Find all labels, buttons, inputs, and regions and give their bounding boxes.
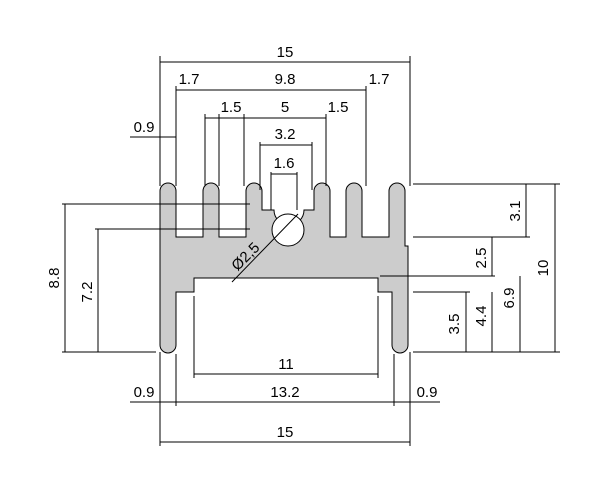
dim-mid-spacing-right: 1.5 bbox=[328, 99, 349, 116]
dim-right-inner-height: 4.4 bbox=[473, 306, 490, 327]
dim-center-gap: 3.2 bbox=[275, 126, 296, 143]
dim-left-overall-height: 8.8 bbox=[46, 268, 63, 289]
dim-mid-spacing-left: 1.5 bbox=[221, 99, 242, 116]
dim-right-base-height: 6.9 bbox=[501, 288, 518, 309]
heatsink-profile-shape bbox=[159, 182, 409, 354]
dim-bottom-leg-left: 0.9 bbox=[134, 384, 155, 401]
mounting-hole bbox=[271, 213, 305, 247]
dim-bottom-inner-width: 11 bbox=[278, 356, 294, 373]
dim-mid-span: 5 bbox=[281, 99, 289, 116]
dim-right-base-to-slot: 2.5 bbox=[473, 248, 490, 269]
dim-top-outer-spacing-left: 1.7 bbox=[179, 71, 200, 88]
dim-top-inner-span: 9.8 bbox=[275, 71, 296, 88]
dim-bottom-total-width: 15 bbox=[277, 424, 294, 441]
dim-right-overall-height: 10 bbox=[535, 260, 552, 277]
dim-top-total-width: 15 bbox=[277, 44, 294, 61]
dim-left-inner-height: 7.2 bbox=[79, 282, 96, 303]
dim-slot-opening: 1.6 bbox=[274, 155, 295, 172]
dimension-lines bbox=[64, 61, 556, 443]
dim-right-fin-depth: 3.1 bbox=[507, 201, 524, 222]
heatsink-profile bbox=[159, 182, 409, 354]
extension-lines bbox=[62, 56, 560, 446]
dim-bottom-leg-right: 0.9 bbox=[417, 384, 438, 401]
dim-right-leg-height: 3.5 bbox=[446, 314, 463, 335]
dimension-labels: 15 1.7 9.8 1.7 0.9 1.5 5 1.5 3.2 1.6 Ø2,… bbox=[46, 44, 552, 441]
dim-bottom-mid-width: 13.2 bbox=[270, 384, 299, 401]
dim-top-outer-spacing-right: 1.7 bbox=[369, 71, 390, 88]
dim-fin-thickness: 0.9 bbox=[134, 119, 155, 136]
